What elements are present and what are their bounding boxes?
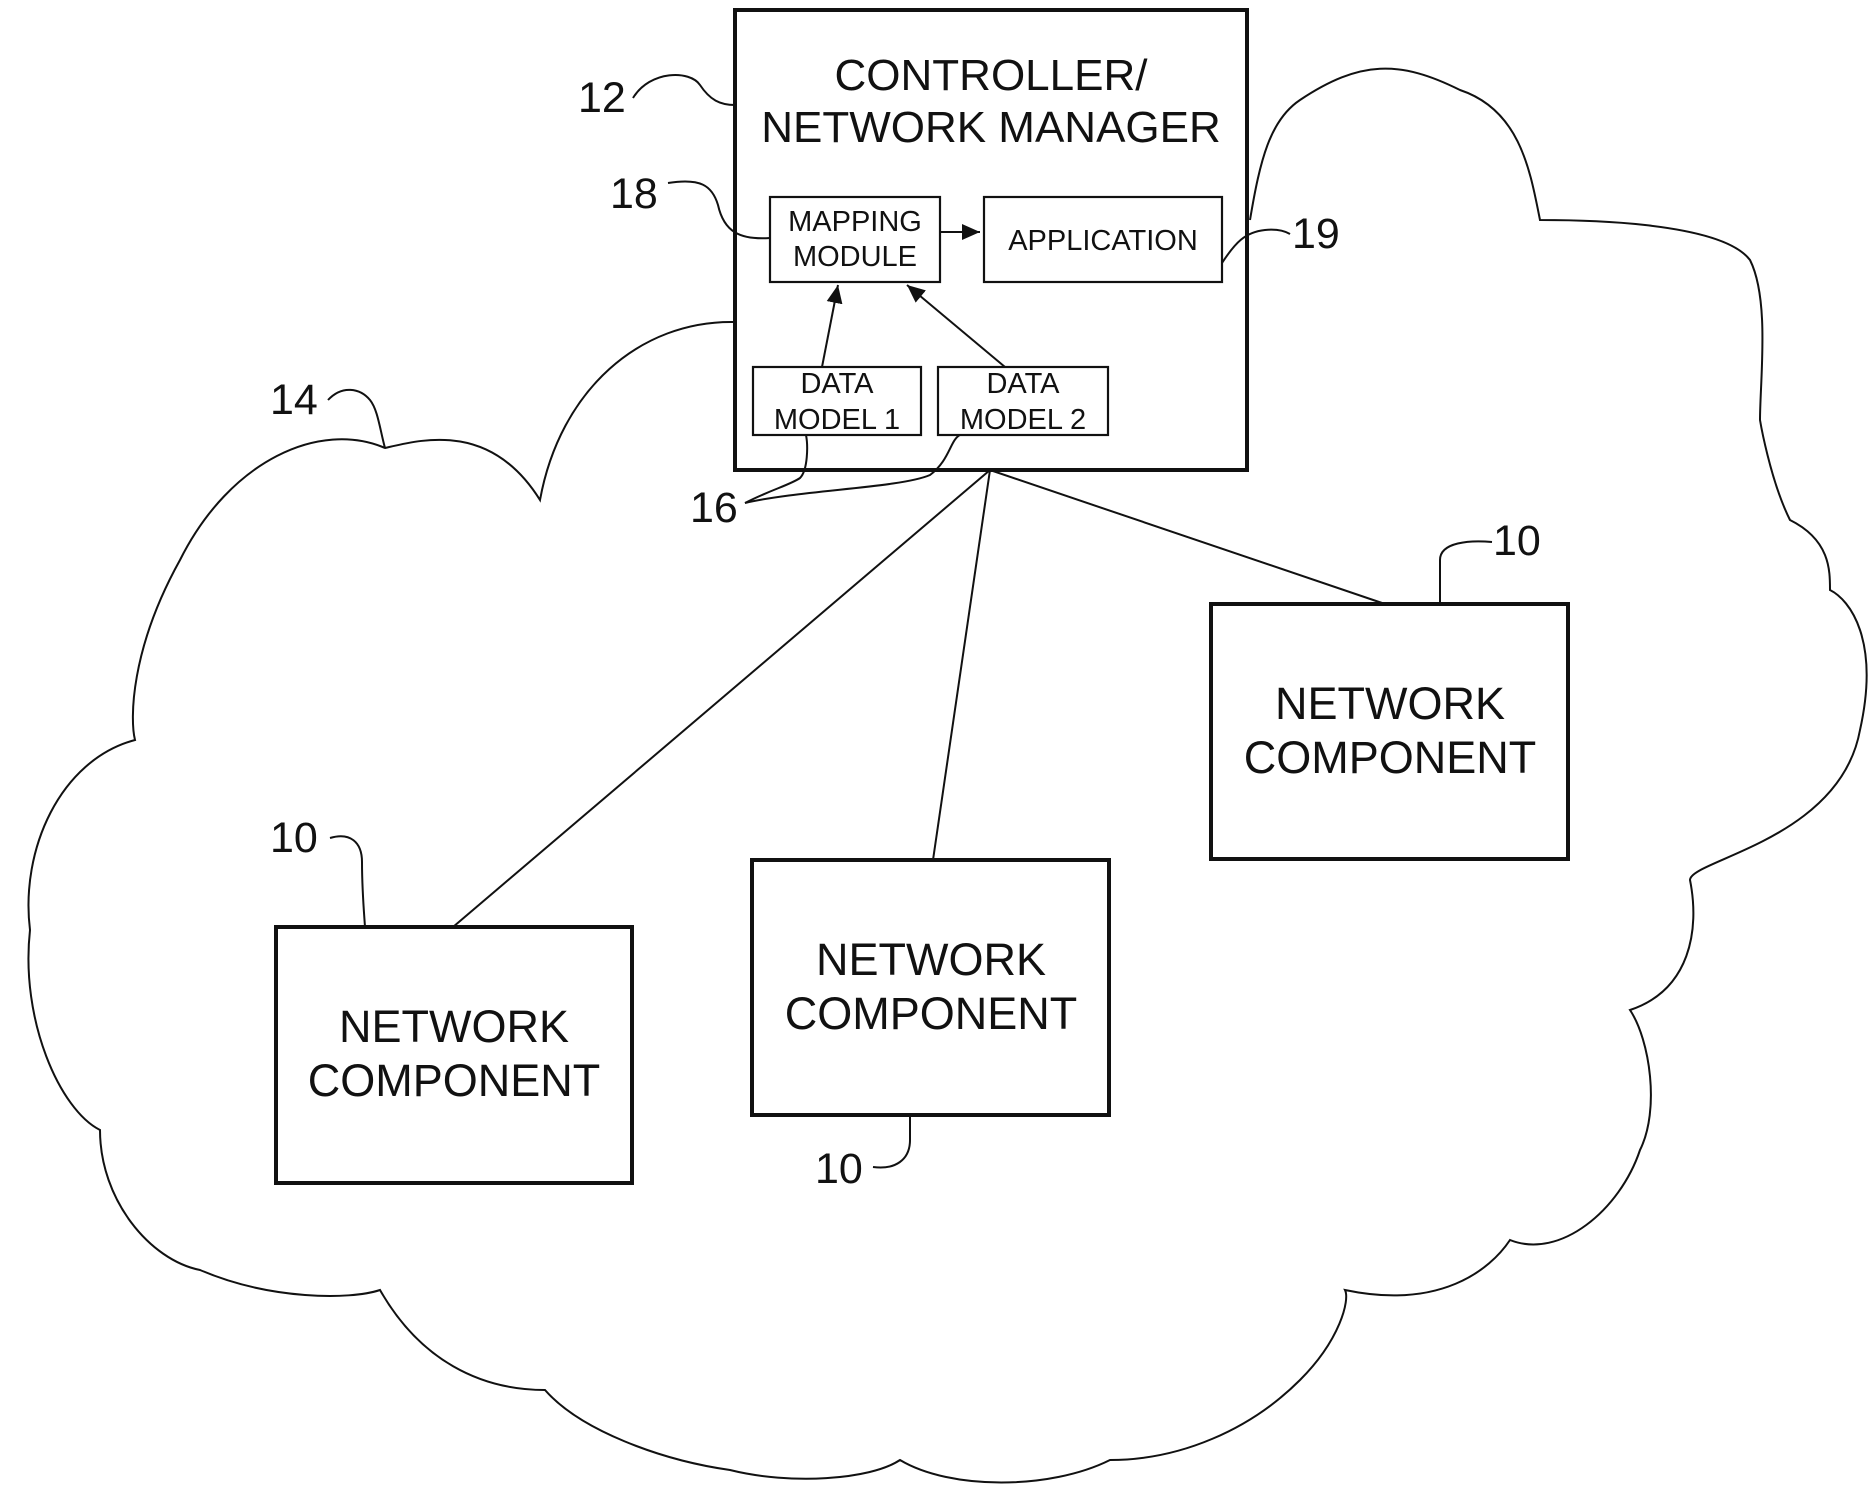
controller-title-line1: CONTROLLER/: [835, 51, 1149, 100]
ref-14: 14: [270, 376, 318, 424]
network-component-left-line1: NETWORK: [339, 1001, 569, 1052]
ref-18: 18: [610, 170, 658, 218]
network-component-right-line2: COMPONENT: [1244, 732, 1537, 783]
link-to-component-middle: [933, 470, 990, 860]
mapping-module-line2: MODULE: [793, 241, 917, 273]
ref-10-middle: 10: [815, 1145, 863, 1193]
mapping-module-line1: MAPPING: [788, 206, 922, 238]
leader-10-right: [1440, 541, 1492, 604]
data-model-1-line1: DATA: [800, 368, 874, 400]
leader-10-middle: [873, 1115, 910, 1168]
link-to-component-right: [990, 470, 1385, 604]
ref-12: 12: [578, 74, 626, 122]
ref-10-right: 10: [1493, 517, 1541, 565]
leader-12: [633, 75, 735, 105]
network-component-left-line2: COMPONENT: [308, 1055, 601, 1106]
data-model-2-line1: DATA: [986, 368, 1060, 400]
network-component-right-line1: NETWORK: [1275, 678, 1505, 729]
data-model-1-line2: MODEL 1: [774, 404, 900, 436]
network-component-middle-line1: NETWORK: [816, 934, 1046, 985]
leader-10-left: [330, 836, 365, 927]
network-component-middle-line2: COMPONENT: [785, 988, 1078, 1039]
ref-10-left: 10: [270, 814, 318, 862]
ref-19: 19: [1292, 210, 1340, 258]
controller-title-line2: NETWORK MANAGER: [761, 103, 1221, 152]
ref-16: 16: [690, 484, 738, 532]
data-model-2-line2: MODEL 2: [960, 404, 1086, 436]
application-label: APPLICATION: [1008, 225, 1198, 257]
